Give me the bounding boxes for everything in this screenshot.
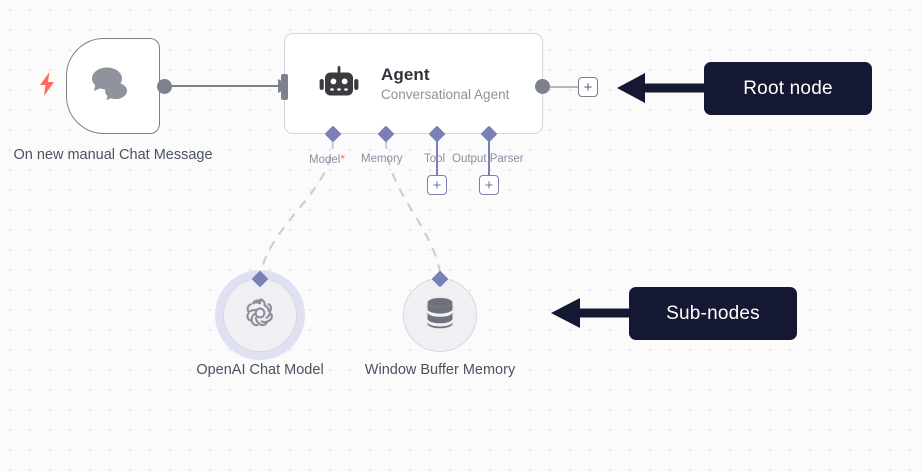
- subnode-window-buffer-memory-caption: Window Buffer Memory: [364, 362, 516, 378]
- agent-node-text-block: Agent Conversational Agent: [381, 64, 509, 104]
- subnode-openai-chat-model-caption: OpenAI Chat Model: [196, 362, 324, 378]
- required-asterisk-icon: *: [340, 152, 345, 166]
- annotation-root-node: Root node: [704, 62, 872, 115]
- agent-node-title: Agent: [381, 64, 430, 84]
- trigger-output-endpoint[interactable]: [157, 79, 172, 94]
- robot-icon: [317, 62, 361, 106]
- annotation-arrow-root-node: [617, 73, 704, 103]
- annotation-sub-nodes: Sub-nodes: [629, 287, 797, 340]
- annotation-arrow-sub-nodes: [551, 298, 629, 328]
- database-icon: [421, 293, 459, 338]
- edge-trigger-to-agent: [168, 79, 291, 93]
- subnode-openai-chat-model[interactable]: [223, 270, 297, 352]
- openai-logo-icon: [240, 293, 280, 338]
- tool-add-node-button[interactable]: +: [427, 175, 447, 195]
- agent-output-endpoint[interactable]: [535, 79, 550, 94]
- subnode-openai-connector-endpoint[interactable]: [251, 270, 269, 288]
- trigger-node-on-new-manual-chat-message[interactable]: [66, 38, 160, 134]
- agent-node-subtitle: Conversational Agent: [381, 86, 510, 102]
- subnode-window-buffer-memory[interactable]: [403, 270, 477, 352]
- agent-connector-label-model: Model*: [309, 152, 345, 167]
- lightning-bolt-icon: [38, 72, 56, 98]
- agent-connector-label-memory: Memory: [361, 153, 403, 165]
- trigger-node-caption: On new manual Chat Message: [13, 147, 213, 163]
- agent-output-add-node-button[interactable]: +: [578, 77, 598, 97]
- chat-bubbles-icon: [90, 65, 136, 108]
- agent-input-endpoint[interactable]: [281, 74, 288, 100]
- agent-node[interactable]: Agent Conversational Agent: [284, 33, 543, 134]
- agent-connector-label-output-parser: Output Parser: [452, 153, 524, 165]
- agent-connector-label-model-text: Model: [309, 154, 341, 166]
- agent-connector-label-tool: Tool: [424, 153, 446, 165]
- output-parser-add-node-button[interactable]: +: [479, 175, 499, 195]
- subnode-memory-connector-endpoint[interactable]: [431, 270, 449, 288]
